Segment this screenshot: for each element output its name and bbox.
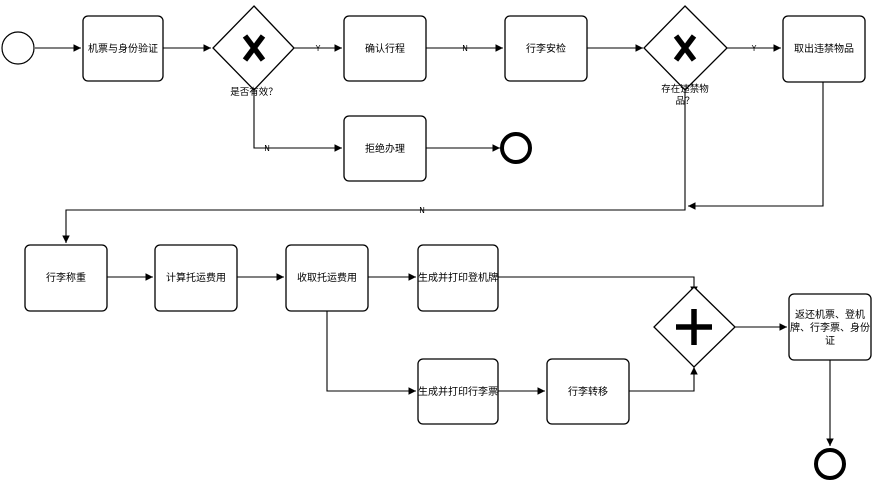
task-return[interactable]: 返还机票、登机 牌、行李票、身份 证 <box>788 293 872 361</box>
task-reject-label: 拒绝办理 <box>365 142 405 155</box>
gateway-contraband-label-line1: 存在违禁物 <box>661 83 709 95</box>
task-return-label-line2: 牌、行李票、身份 <box>790 321 870 334</box>
edge-valid-no-to-reject <box>253 90 342 152</box>
edge-label-valid-yes: Y <box>315 44 321 53</box>
task-confirm[interactable]: 确认行程 <box>343 15 427 82</box>
edge-contraband-no-to-weigh <box>62 90 686 243</box>
task-verify[interactable]: 机票与身份验证 <box>82 15 164 82</box>
task-baggage-tag-label: 生成并打印行李票 <box>418 385 498 398</box>
edge-label-confirm-security: N <box>462 44 468 53</box>
task-confirm-label: 确认行程 <box>365 42 405 55</box>
task-boarding[interactable]: 生成并打印登机牌 <box>417 244 499 312</box>
task-calc[interactable]: 计算托运费用 <box>154 244 238 312</box>
edges <box>35 44 834 446</box>
task-remove[interactable]: 取出违禁物品 <box>782 15 866 83</box>
task-transfer[interactable]: 行李转移 <box>546 358 630 425</box>
task-return-label-line1: 返还机票、登机 <box>795 308 865 321</box>
edge-transfer-to-join <box>629 367 698 392</box>
edge-labels: Y N N Y N <box>264 44 757 215</box>
parallel-plus-icon <box>676 309 712 345</box>
task-remove-label: 取出违禁物品 <box>794 42 854 55</box>
task-transfer-label: 行李转移 <box>568 385 608 398</box>
task-calc-label: 计算托运费用 <box>166 271 226 284</box>
edge-collect-to-baggage-tag <box>326 311 416 395</box>
task-boarding-label: 生成并打印登机牌 <box>418 271 498 284</box>
edge-remove-to-merge <box>688 82 824 210</box>
gateway-valid[interactable]: 是否有效？ <box>212 5 295 98</box>
task-collect-label: 收取托运费用 <box>297 271 357 284</box>
edge-boarding-to-join <box>498 276 698 294</box>
task-collect[interactable]: 收取托运费用 <box>285 244 369 312</box>
task-reject[interactable]: 拒绝办理 <box>343 115 427 182</box>
task-baggage-tag[interactable]: 生成并打印行李票 <box>417 358 499 425</box>
gateway-contraband-label-line2: 品？ <box>675 96 694 107</box>
task-weigh-label: 行李称重 <box>46 271 86 284</box>
task-return-label-line3: 证 <box>825 335 835 347</box>
exclusive-x-icon <box>242 34 266 62</box>
end-event-complete[interactable] <box>814 448 846 480</box>
task-weigh[interactable]: 行李称重 <box>24 244 108 312</box>
gateway-contraband[interactable]: 存在违禁物 品？ <box>643 5 728 107</box>
exclusive-x-icon <box>673 34 697 62</box>
start-event[interactable] <box>1 31 35 65</box>
task-security-label: 行李安检 <box>526 42 566 55</box>
task-verify-label: 机票与身份验证 <box>88 42 158 55</box>
edge-label-contraband-yes: Y <box>751 44 757 53</box>
edge-label-contraband-no: N <box>419 206 425 215</box>
edge-label-valid-no: N <box>264 144 270 153</box>
task-security[interactable]: 行李安检 <box>504 15 588 82</box>
gateway-parallel-join[interactable] <box>653 286 736 368</box>
gateway-valid-label: 是否有效？ <box>230 86 278 98</box>
end-event-reject[interactable] <box>500 132 532 164</box>
